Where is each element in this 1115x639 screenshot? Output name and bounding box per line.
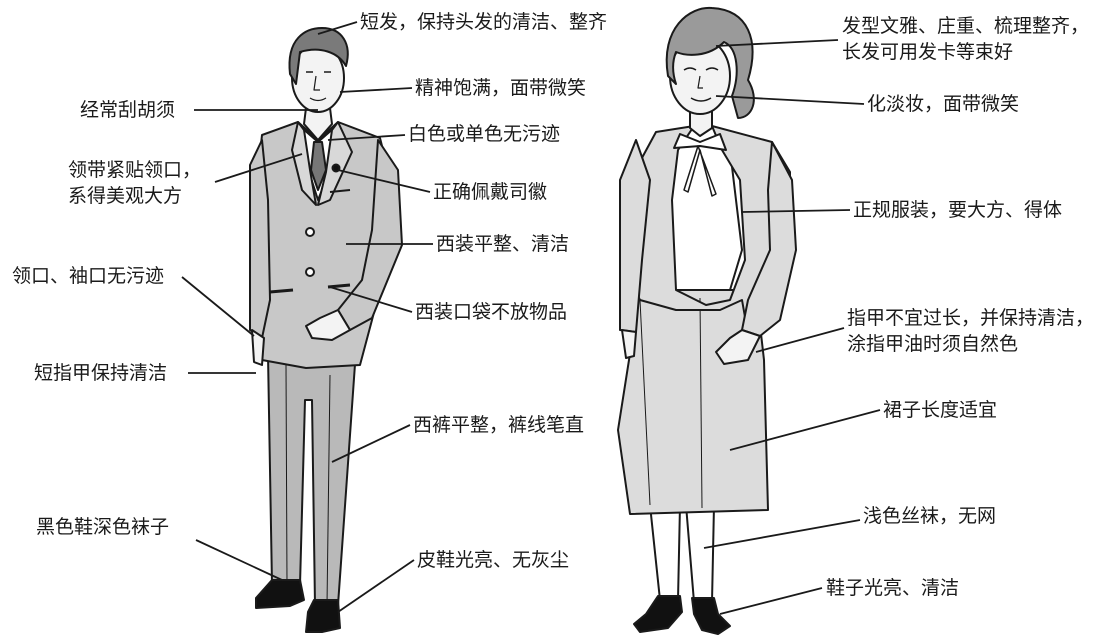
label-tie-line1: 领带紧贴领口， <box>68 159 202 181</box>
leader-lines <box>181 21 881 615</box>
leader-badge <box>337 169 431 193</box>
female-legs <box>649 504 715 603</box>
label-hair-line1: 发型文雅、庄重、梳理整齐， <box>842 15 1090 37</box>
label-collar-cuff: 领口、袖口无污迹 <box>12 265 165 287</box>
leader-stockings <box>703 519 861 549</box>
leader-spirit <box>339 87 413 93</box>
label-nails-f-line2: 涂指甲油时须自然色 <box>847 333 1019 355</box>
label-hair-line2: 长发可用发卡等束好 <box>842 41 1014 63</box>
male-left-shoe <box>255 579 305 609</box>
male-left-lapel <box>291 121 317 206</box>
leader-shirt <box>327 134 406 141</box>
leader-makeup <box>715 95 865 105</box>
female-right-hand <box>715 329 761 365</box>
label-stockings: 浅色丝袜，无网 <box>863 505 997 527</box>
female-left-shoe <box>633 595 683 633</box>
label-makeup: 化淡妆，面带微笑 <box>867 93 1020 115</box>
female-left-hand <box>621 329 637 359</box>
male-right-lapel <box>317 121 353 206</box>
label-skirt: 裙子长度适宜 <box>883 399 998 421</box>
leader-skirt <box>729 409 881 451</box>
leader-hair <box>715 39 839 47</box>
label-shave: 经常刮胡须 <box>80 99 176 121</box>
leader-female-shoes <box>719 587 823 615</box>
male-right-shoe <box>305 599 341 633</box>
label-clothes: 正规服装，要大方、得体 <box>853 199 1063 221</box>
male-figure <box>249 27 403 633</box>
leader-trousers <box>331 424 411 463</box>
label-trousers: 西裤平整，裤线笔直 <box>413 414 585 436</box>
label-pocket: 西装口袋不放物品 <box>415 301 568 323</box>
label-short-hair: 短发，保持头发的清洁、整齐 <box>360 11 608 33</box>
label-nails: 短指甲保持清洁 <box>34 362 168 384</box>
leader-shoes <box>337 559 415 613</box>
leader-pocket <box>329 286 413 313</box>
female-figure <box>617 6 797 635</box>
male-right-hand <box>305 309 351 341</box>
male-left-hand <box>251 329 265 366</box>
label-shirt: 白色或单色无污迹 <box>408 123 561 145</box>
leader-nails-f <box>755 327 845 353</box>
label-spirit: 精神饱满，面带微笑 <box>415 77 587 99</box>
leader-short-hair <box>317 21 358 35</box>
label-nails-f-line1: 指甲不宜过长，并保持清洁， <box>847 307 1095 329</box>
leader-collar-cuff <box>181 276 255 337</box>
male-hair <box>288 27 349 85</box>
label-female-shoes: 鞋子光亮、清洁 <box>826 577 960 599</box>
leader-tie <box>214 153 303 183</box>
label-shoes-socks: 黑色鞋深色袜子 <box>36 516 170 538</box>
label-suit: 西装平整、清洁 <box>436 233 570 255</box>
label-tie-line2: 系得美观大方 <box>68 185 183 207</box>
female-hair <box>665 6 755 119</box>
leader-shoes-socks <box>195 539 283 581</box>
male-trousers <box>267 349 357 606</box>
label-shoes: 皮鞋光亮、无灰尘 <box>417 549 570 571</box>
leader-clothes <box>741 209 851 213</box>
label-badge: 正确佩戴司徽 <box>433 181 548 203</box>
female-right-shoe <box>691 597 731 635</box>
male-tie <box>310 141 327 191</box>
female-bow <box>673 133 727 151</box>
